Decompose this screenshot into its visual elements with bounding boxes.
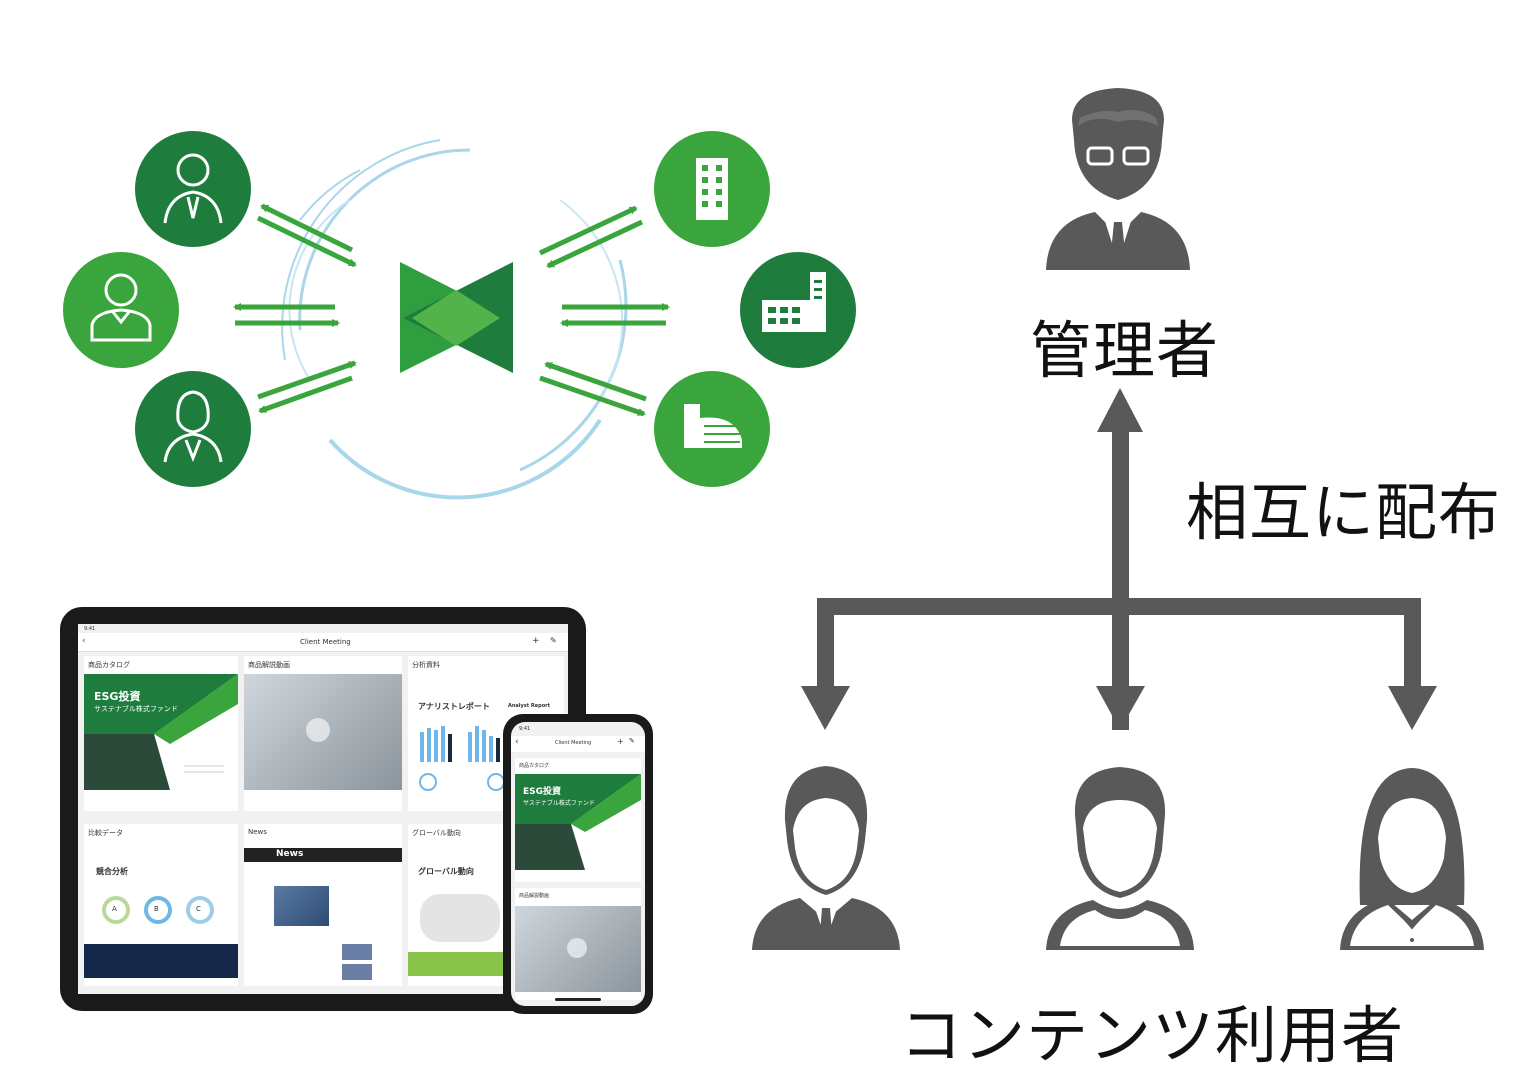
person-businessman-icon bbox=[135, 131, 251, 247]
phone-screen: 9:41 ‹ Client Meeting + ✎ 商品カタログ ESG投資 サ… bbox=[511, 722, 645, 1006]
tablet-device: 9:41 ‹ Client Meeting + ✎ 商品カタログ ESG投資 サ… bbox=[60, 607, 586, 1011]
phone-title: Client Meeting bbox=[555, 740, 592, 746]
news-image-small bbox=[342, 964, 372, 980]
esg-subtitle: サステナブル株式ファンド bbox=[94, 705, 178, 713]
admin-label: 管理者 bbox=[1030, 314, 1220, 387]
compare-ring-c: C bbox=[186, 896, 214, 924]
card-label: 商品解説動画 bbox=[248, 661, 290, 669]
news-header: News bbox=[276, 849, 304, 859]
compare-footer bbox=[84, 944, 238, 978]
esg-title: ESG投資 bbox=[94, 690, 141, 703]
play-icon[interactable] bbox=[306, 718, 330, 742]
back-chevron-icon[interactable]: ‹ bbox=[515, 737, 519, 747]
user-businessman-icon bbox=[752, 766, 900, 950]
card-label: 商品解説動画 bbox=[519, 893, 550, 899]
world-map bbox=[420, 894, 500, 942]
edit-icon[interactable]: ✎ bbox=[550, 636, 557, 645]
news-image bbox=[274, 886, 329, 926]
hub-logo-icon bbox=[400, 262, 513, 373]
tablet-time: 9:41 bbox=[84, 626, 96, 632]
analyst-bars bbox=[419, 726, 505, 791]
esg-title: ESG投資 bbox=[523, 787, 562, 797]
esg-subtitle: サステナブル株式ファンド bbox=[523, 800, 595, 807]
compare-ring-b: B bbox=[144, 896, 172, 924]
factory-building-icon bbox=[740, 252, 856, 368]
distribution-label: 相互に配布 bbox=[1186, 476, 1502, 549]
admin-person-icon bbox=[1046, 88, 1190, 270]
global-title: グローバル動向 bbox=[418, 867, 474, 876]
home-indicator bbox=[555, 998, 601, 1001]
phone-card-catalog[interactable]: 商品カタログ ESG投資 サステナブル株式ファンド bbox=[515, 758, 641, 882]
card-label: 商品カタログ bbox=[88, 661, 130, 669]
video-thumbnail bbox=[244, 674, 402, 790]
add-icon[interactable]: + bbox=[617, 737, 624, 746]
analyst-title: アナリストレポート bbox=[418, 702, 490, 711]
phone-navbar: ‹ Client Meeting + ✎ bbox=[511, 736, 645, 752]
compare-ring-a: A bbox=[102, 896, 130, 924]
card-catalog[interactable]: 商品カタログ ESG投資 サステナブル株式ファンド bbox=[84, 656, 238, 811]
card-news[interactable]: News News bbox=[244, 824, 402, 986]
left-arrows bbox=[233, 203, 357, 414]
news-header-bar: News bbox=[244, 848, 402, 862]
compare-title: 競合分析 bbox=[96, 867, 128, 876]
card-label: グローバル動向 bbox=[412, 829, 461, 837]
card-label: 比較データ bbox=[88, 829, 123, 837]
orbit-rings bbox=[281, 139, 628, 500]
tablet-title: Client Meeting bbox=[300, 638, 351, 646]
card-label: 商品カタログ bbox=[519, 763, 550, 769]
play-icon[interactable] bbox=[567, 938, 587, 958]
esg-thumbnail: ESG投資 サステナブル株式ファンド bbox=[84, 674, 238, 790]
user-casual-icon bbox=[1046, 767, 1194, 950]
users-label: コンテンツ利用者 bbox=[900, 999, 1405, 1072]
tower-building-icon bbox=[654, 131, 770, 247]
office-building-icon bbox=[654, 371, 770, 487]
person-casual-icon bbox=[63, 252, 179, 368]
analyst-en: Analyst Report bbox=[508, 703, 550, 709]
user-businesswoman-icon bbox=[1340, 768, 1484, 950]
phone-card-video[interactable]: 商品解説動画 bbox=[515, 888, 641, 1000]
phone-video-thumbnail bbox=[515, 906, 641, 992]
tablet-navbar: ‹ Client Meeting + ✎ bbox=[78, 633, 568, 652]
add-icon[interactable]: + bbox=[532, 636, 540, 646]
edit-icon[interactable]: ✎ bbox=[629, 737, 635, 745]
phone-device: 9:41 ‹ Client Meeting + ✎ 商品カタログ ESG投資 サ… bbox=[503, 714, 653, 1014]
back-chevron-icon[interactable]: ‹ bbox=[82, 636, 86, 646]
phone-esg-thumbnail: ESG投資 サステナブル株式ファンド bbox=[515, 774, 641, 870]
right-arrows bbox=[538, 205, 670, 417]
tablet-screen: 9:41 ‹ Client Meeting + ✎ 商品カタログ ESG投資 サ… bbox=[78, 624, 568, 994]
card-video[interactable]: 商品解説動画 bbox=[244, 656, 402, 811]
network-diagram bbox=[63, 131, 856, 500]
card-compare[interactable]: 比較データ 競合分析 A B C bbox=[84, 824, 238, 986]
news-image-small bbox=[342, 944, 372, 960]
person-businesswoman-icon bbox=[135, 371, 251, 487]
phone-time: 9:41 bbox=[519, 726, 531, 732]
card-label: 分析資料 bbox=[412, 661, 440, 669]
card-label: News bbox=[248, 828, 267, 836]
